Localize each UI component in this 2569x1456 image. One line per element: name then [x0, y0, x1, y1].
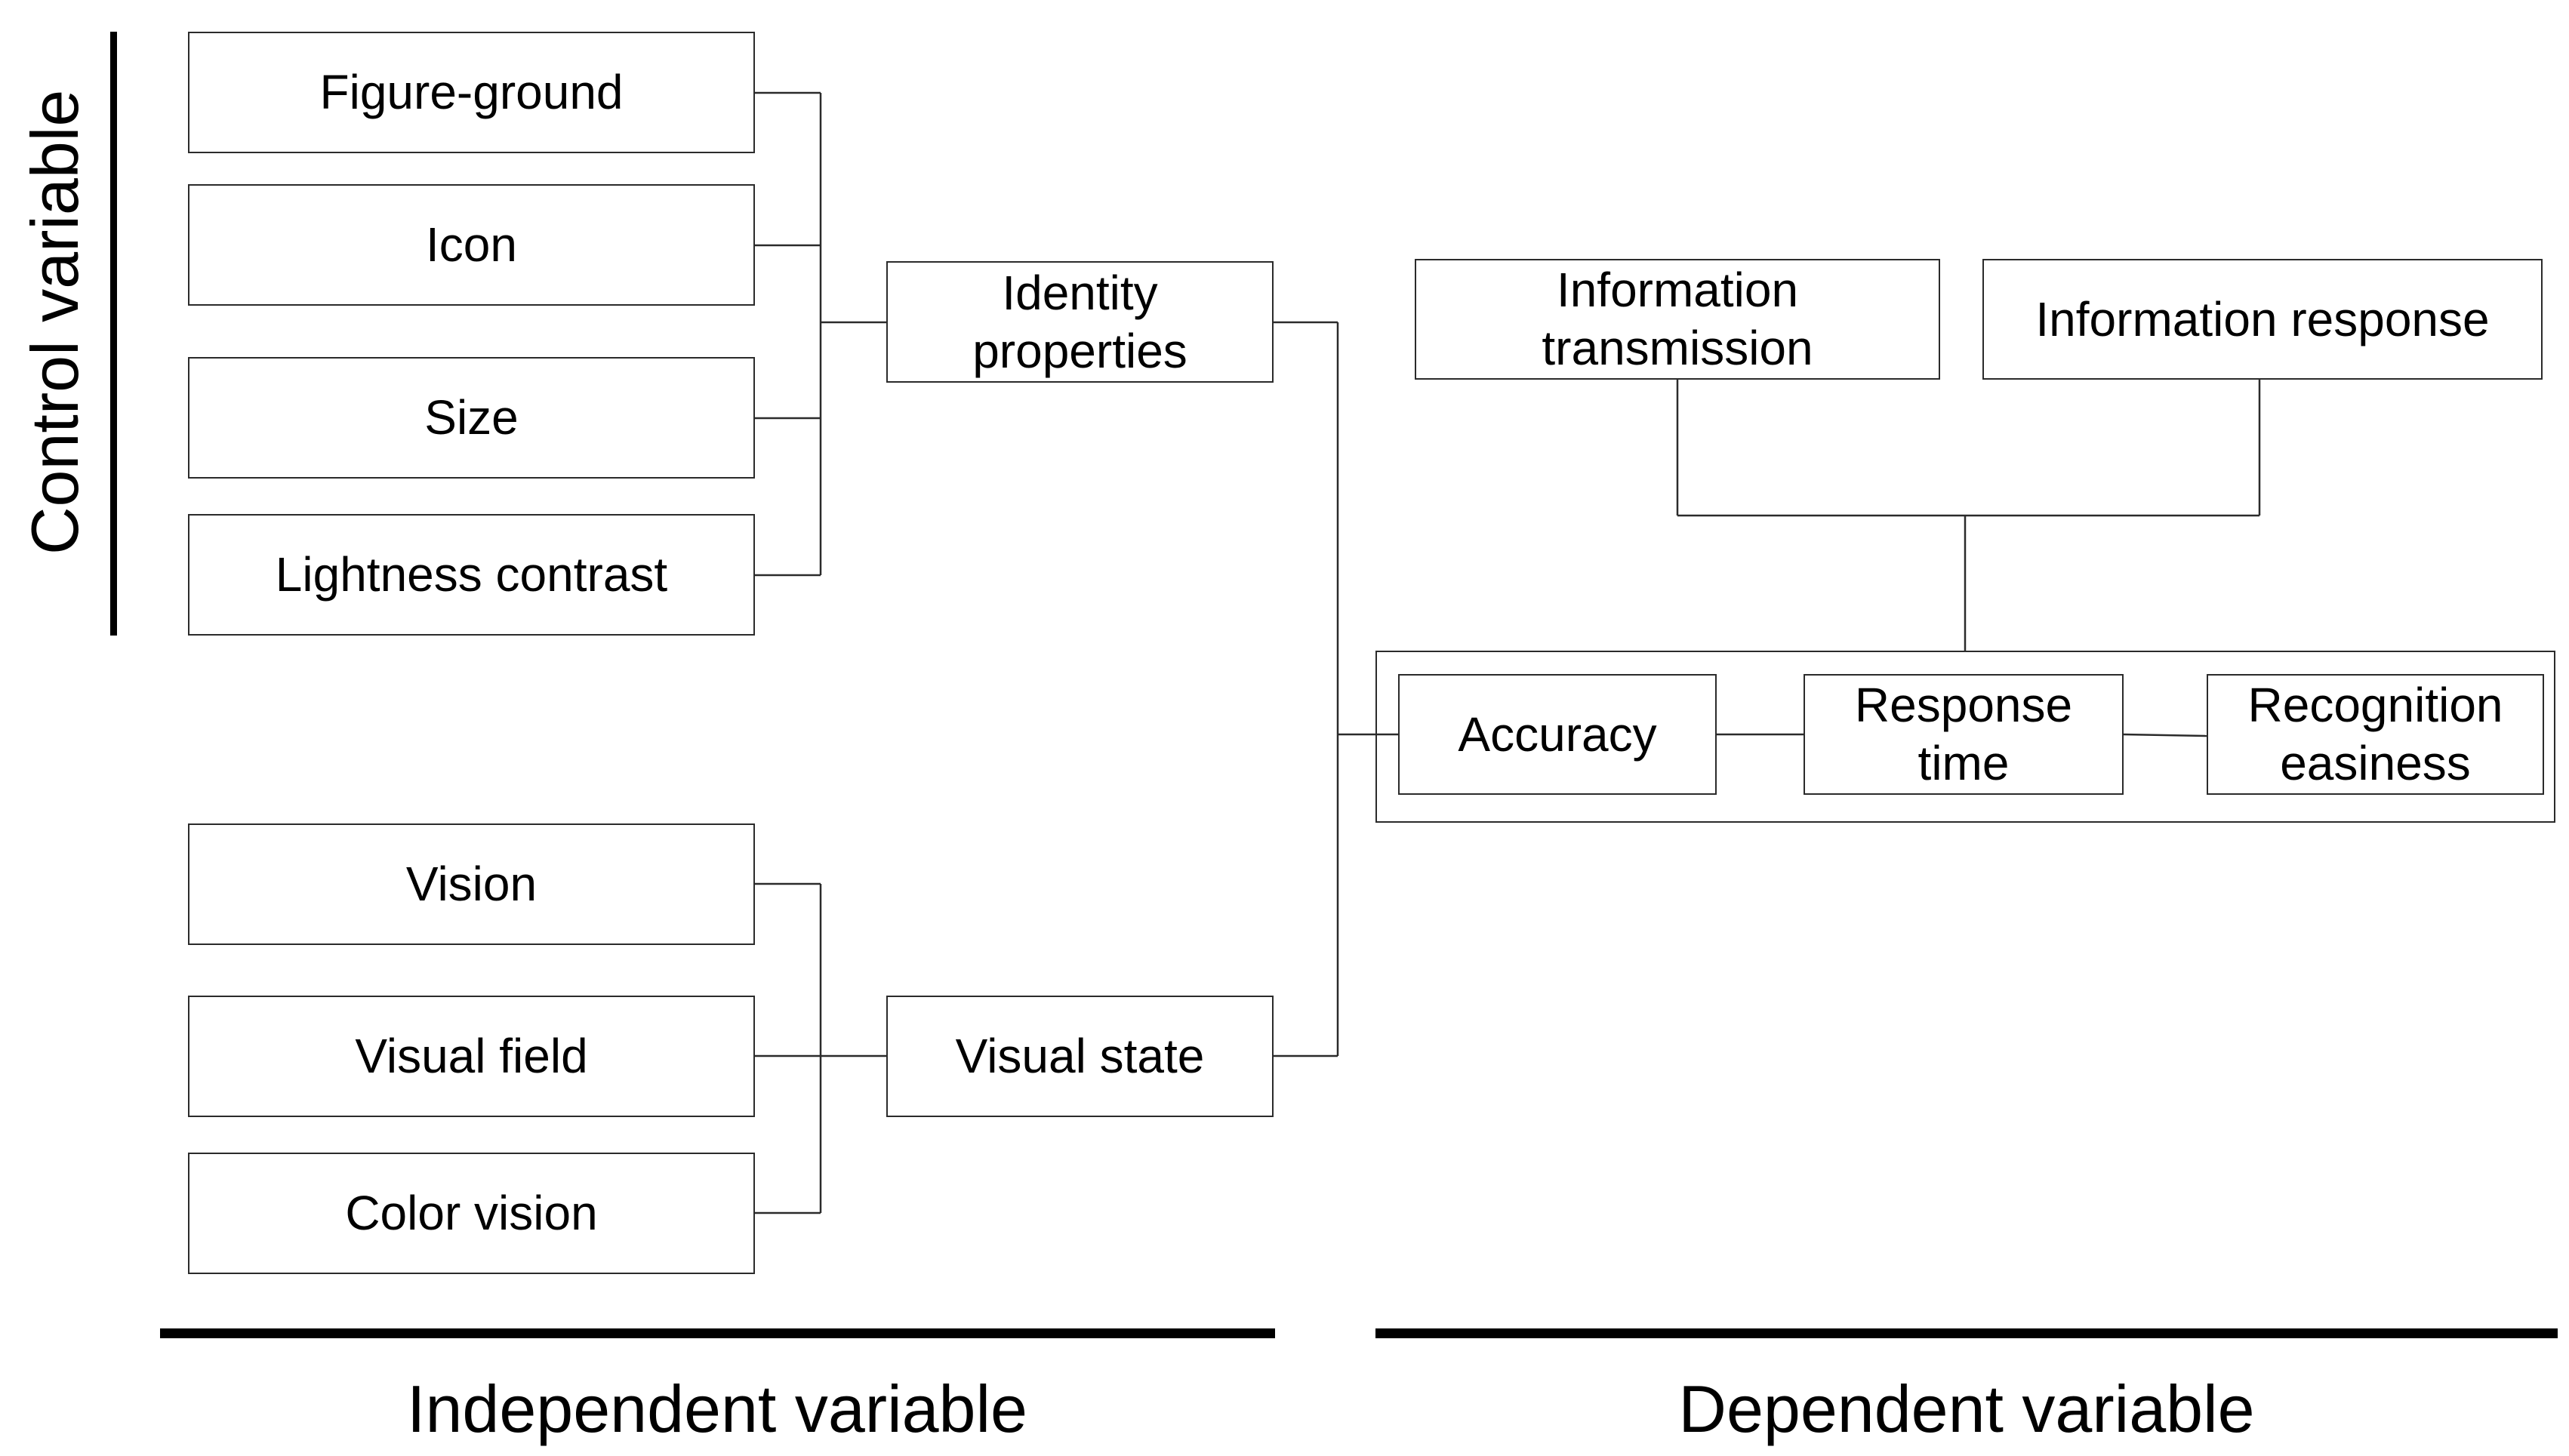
factor-box-lightness-contrast: Lightness contrast [188, 514, 755, 636]
factor-label: Lightness contrast [275, 547, 668, 602]
factor-label: Color vision [345, 1186, 598, 1241]
independent-variable-bar [160, 1328, 1275, 1338]
measure-label: Response time [1854, 678, 2073, 790]
dependent-variable-bar [1375, 1328, 2558, 1338]
group-box-identity-properties: Identity properties [886, 261, 1274, 383]
factor-box-size: Size [188, 357, 755, 479]
info-label: Information response [2035, 291, 2490, 346]
group-label: Identity properties [972, 265, 1187, 378]
factor-box-icon: Icon [188, 184, 755, 306]
dependent-variable-label: Dependent variable [1678, 1371, 2255, 1446]
factor-box-figure-ground: Figure-ground [188, 32, 755, 153]
factor-label: Visual field [355, 1029, 588, 1084]
info-label: Information transmission [1542, 263, 1813, 375]
group-label: Visual state [955, 1029, 1205, 1084]
group-box-visual-state: Visual state [886, 996, 1274, 1117]
factor-box-vision: Vision [188, 823, 755, 945]
measure-box-response-time: Response time [1804, 674, 2124, 795]
factor-label: Icon [426, 217, 517, 272]
measure-box-accuracy: Accuracy [1398, 674, 1717, 795]
factor-box-visual-field: Visual field [188, 996, 755, 1117]
measure-label: Accuracy [1458, 706, 1657, 762]
factor-label: Vision [405, 857, 538, 912]
factor-box-color-vision: Color vision [188, 1153, 755, 1274]
control-variable-bar [110, 32, 117, 636]
independent-variable-label: Independent variable [407, 1371, 1027, 1446]
factor-label: Figure-ground [319, 65, 624, 120]
control-variable-label: Control variable [17, 89, 92, 555]
info-box-response: Information response [1982, 259, 2543, 380]
measure-label: Recognition easiness [2247, 678, 2503, 790]
measures-frame [1375, 651, 2555, 823]
factor-label: Size [424, 390, 519, 445]
info-box-transmission: Information transmission [1415, 259, 1940, 380]
measure-box-recognition-easiness: Recognition easiness [2207, 674, 2544, 795]
